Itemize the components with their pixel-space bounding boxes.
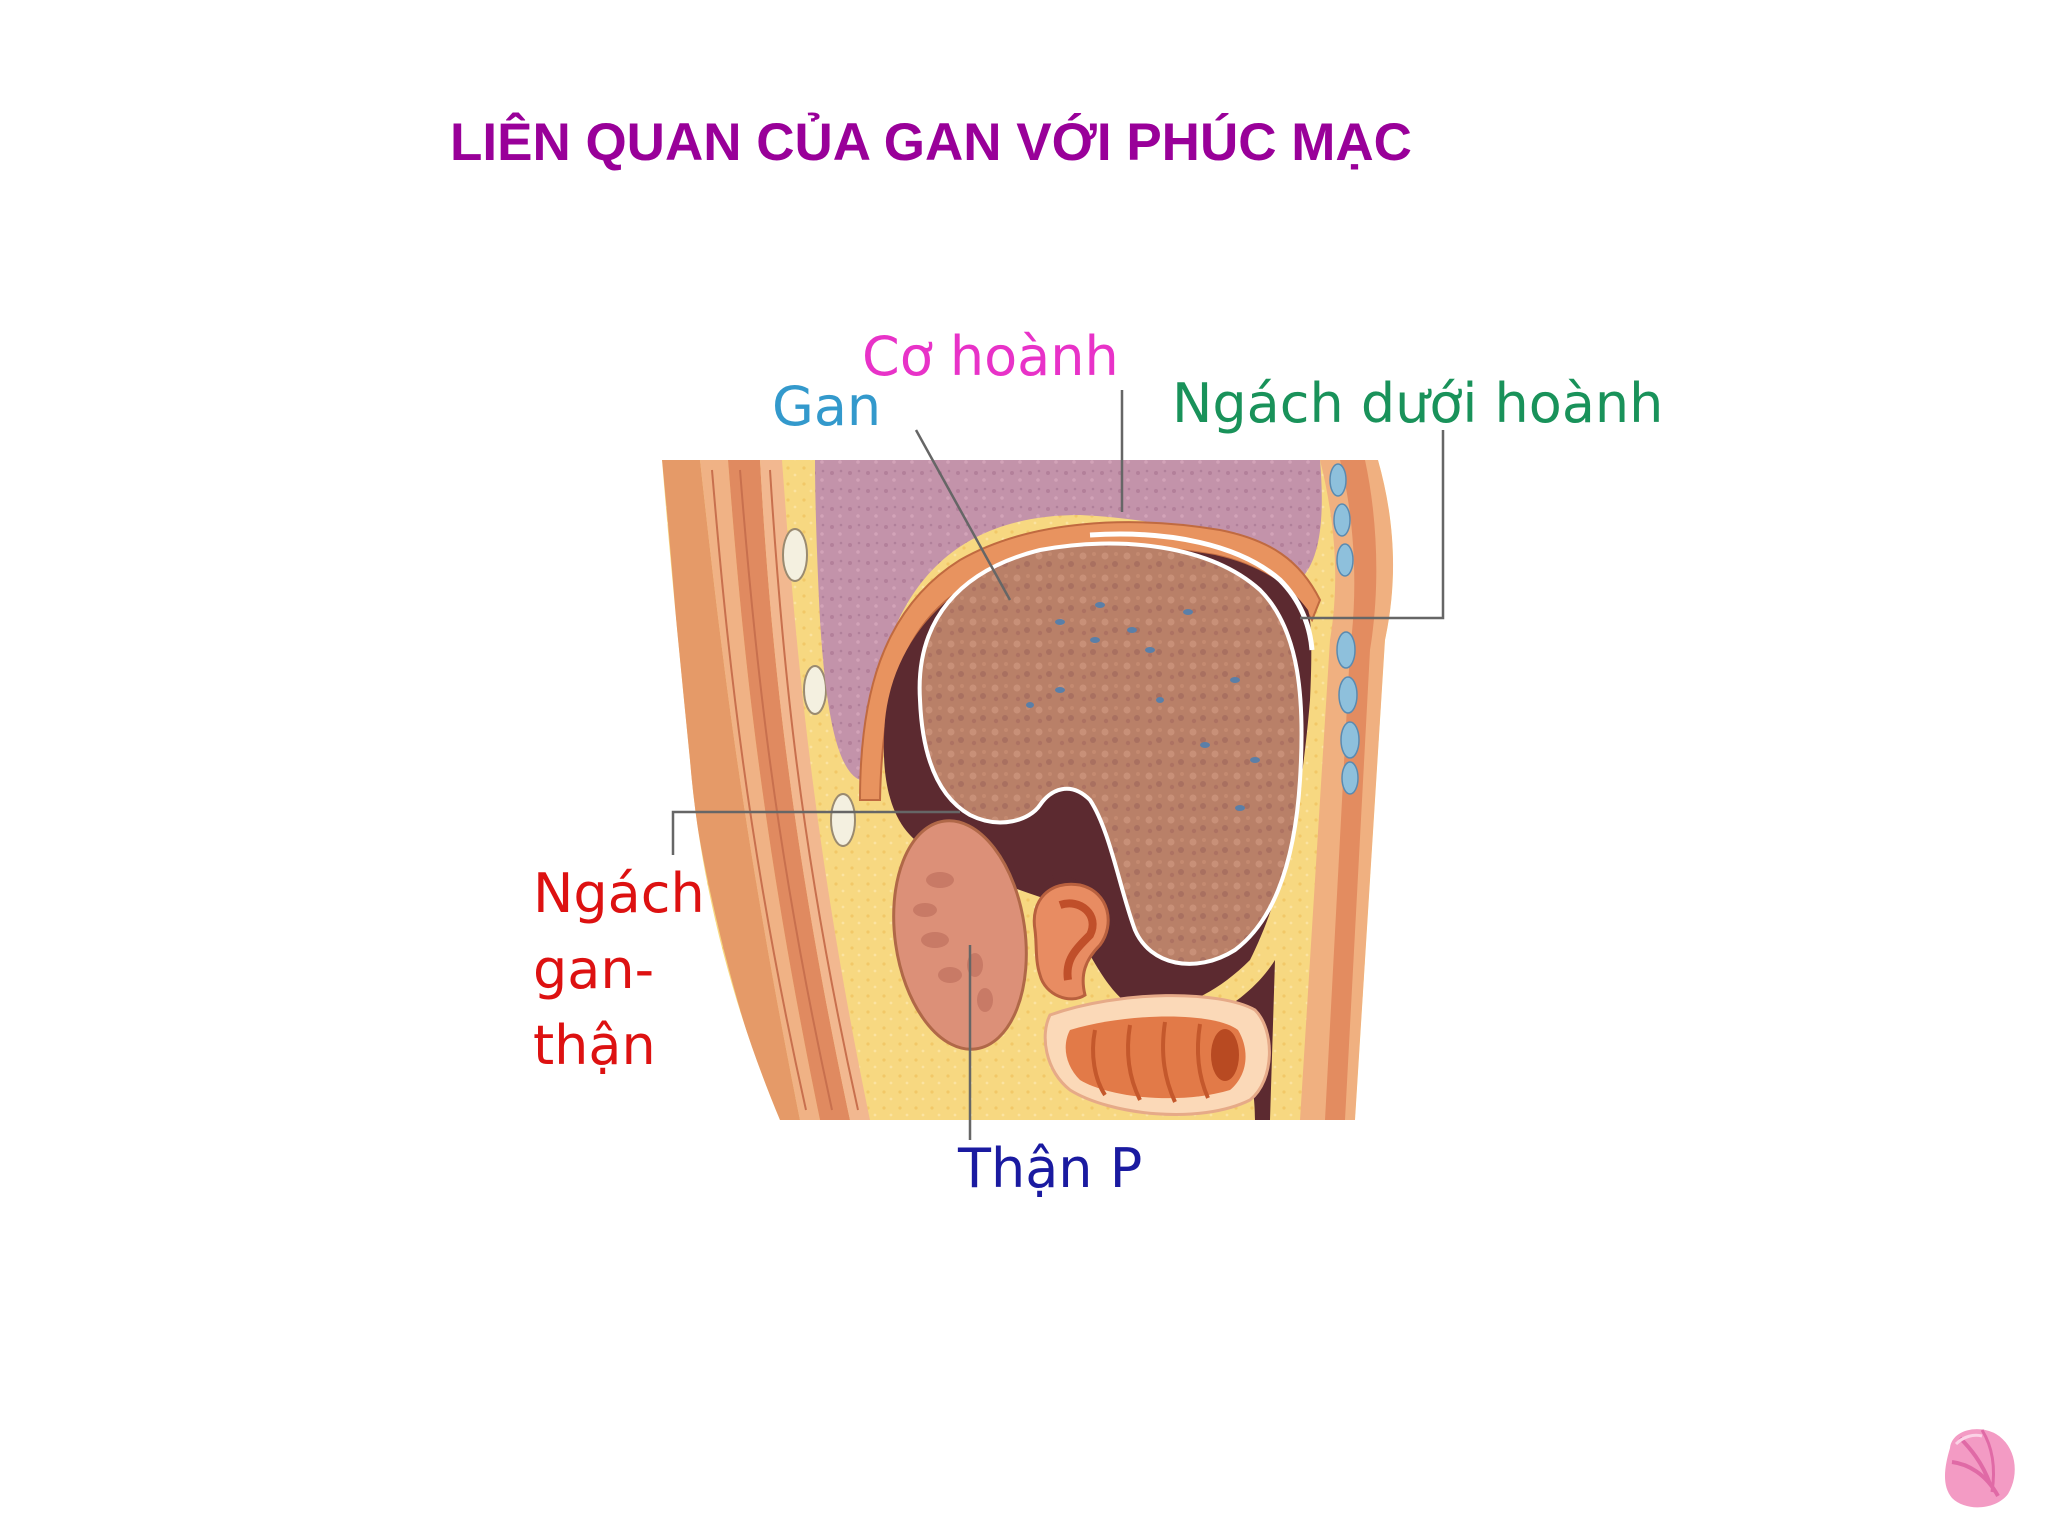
label-liver: Gan [772,375,882,438]
rib-sections-left [782,528,856,847]
label-subphrenic-recess: Ngách dưới hoành [1172,372,1664,435]
posterior-body-wall [662,460,870,1120]
intercostal-vessels [1329,463,1360,795]
lung [815,460,1322,780]
colon [1043,994,1271,1116]
subphrenic-recess-line [1089,531,1315,651]
anatomy-cross-section [662,460,1394,1120]
label-right-kidney: Thận P [958,1137,1143,1200]
label-hepatorenal-recess: Ngách gan-thận [533,862,705,1077]
right-kidney [892,819,1028,1051]
label-diaphragm: Cơ hoành [862,325,1119,388]
hepatorenal-leader-line [671,810,960,855]
leader-lines [671,390,1445,1140]
subphrenic-leader-line [1300,430,1445,620]
liver [917,541,1304,966]
liver-leader-line [914,429,1012,601]
duodenum [1032,882,1110,1001]
slide-title: LIÊN QUAN CỦA GAN VỚI PHÚC MẠC [450,113,1412,172]
liver-vessels [1026,602,1260,811]
pink-flower-logo-icon [1945,1429,2015,1508]
